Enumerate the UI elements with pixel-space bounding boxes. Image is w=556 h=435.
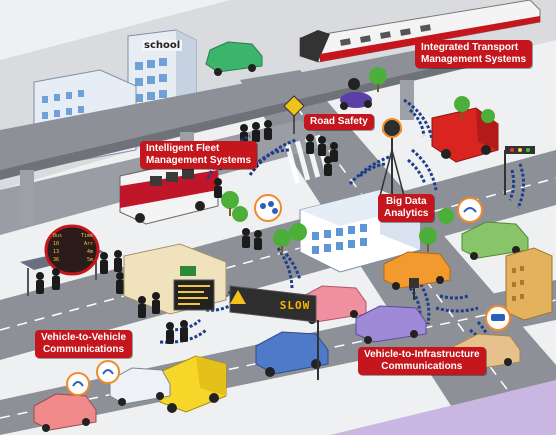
callout-line: Analytics: [384, 208, 429, 219]
bus-number: 36: [53, 257, 60, 263]
bus-eta: 4m: [86, 249, 93, 255]
car-blue: [255, 331, 329, 377]
callout-big-data: Big Data Analytics: [378, 194, 435, 222]
pedestrian-signal: [409, 278, 419, 300]
truck-red: [431, 107, 499, 163]
commuters-bus-stop: [36, 178, 262, 294]
van-yellow: [159, 355, 227, 413]
callout-line: Communications: [381, 361, 463, 372]
car-green-right: [461, 221, 529, 260]
car-purple: [355, 305, 427, 344]
bus-arrival-row: 13 4m: [53, 248, 93, 256]
bus-header: Bus: [53, 233, 63, 239]
rail-pillar: [20, 170, 34, 225]
pedestrians-center: [240, 120, 338, 176]
variable-message-sign: [229, 285, 319, 380]
callout-line: Vehicle-to-Vehicle: [41, 332, 127, 343]
callout-fleet-management: Intelligent Fleet Management Systems: [140, 141, 258, 169]
bus-number: 10: [53, 241, 60, 247]
callout-line: Big Data: [385, 196, 427, 207]
bus-eta: Arr: [83, 241, 93, 247]
callout-road-safety: Road Safety: [304, 114, 374, 130]
pedestrian-crossing-sign: [283, 95, 305, 134]
time-header: Time: [80, 233, 93, 239]
callout-integrated-transport: Integrated Transport Management Systems: [415, 40, 533, 68]
departure-board: [173, 279, 215, 311]
bus-arrival-header: Bus Time: [53, 232, 93, 240]
callout-vehicle-to-vehicle: Vehicle-to-Vehicle Communications: [35, 330, 133, 358]
callout-line: Communications: [42, 344, 125, 355]
callout-line: Road Safety: [310, 116, 368, 127]
plaza-strip: [330, 380, 556, 435]
callout-line: Vehicle-to-Infrastructure: [364, 349, 480, 360]
vms-message: SLOW: [279, 299, 311, 312]
bus-arrival-table: Bus Time 10 Arr 13 4m 36 5m: [53, 232, 93, 268]
traffic-light: [504, 146, 535, 195]
callout-line: Management Systems: [146, 155, 252, 166]
callout-line: Management Systems: [421, 54, 527, 65]
building-right: [505, 247, 553, 321]
car-pink-bottom: [33, 393, 97, 432]
commuters-station: [138, 292, 188, 344]
bus-arrival-row: 36 5m: [53, 256, 93, 264]
bus-arrival-board: [44, 224, 100, 276]
trees: [221, 67, 495, 254]
school-sign: school: [142, 40, 183, 51]
notification-bubbles: [66, 118, 511, 396]
broadcast-icon: [66, 372, 90, 396]
rail-pillar: [400, 80, 414, 120]
callout-line: Integrated Transport: [421, 42, 519, 53]
motorcyclist: [340, 78, 372, 110]
car-green-top: [205, 41, 263, 76]
group-chat-icon: [254, 194, 282, 222]
car-white: [109, 367, 171, 406]
wifi-icon: [457, 197, 483, 223]
satellite-dish-icon: [382, 118, 402, 138]
callout-vehicle-to-infrastructure: Vehicle-to-Infrastructure Communications: [358, 347, 486, 375]
bus-number: 13: [53, 249, 60, 255]
bus-arrival-row: 10 Arr: [53, 240, 93, 248]
bus-red: [119, 159, 219, 225]
callout-line: Intelligent Fleet: [146, 143, 220, 154]
bus-eta: 5m: [86, 257, 93, 263]
signal-icon: [96, 360, 120, 384]
train: [299, 0, 541, 63]
car-orange: [383, 251, 451, 290]
